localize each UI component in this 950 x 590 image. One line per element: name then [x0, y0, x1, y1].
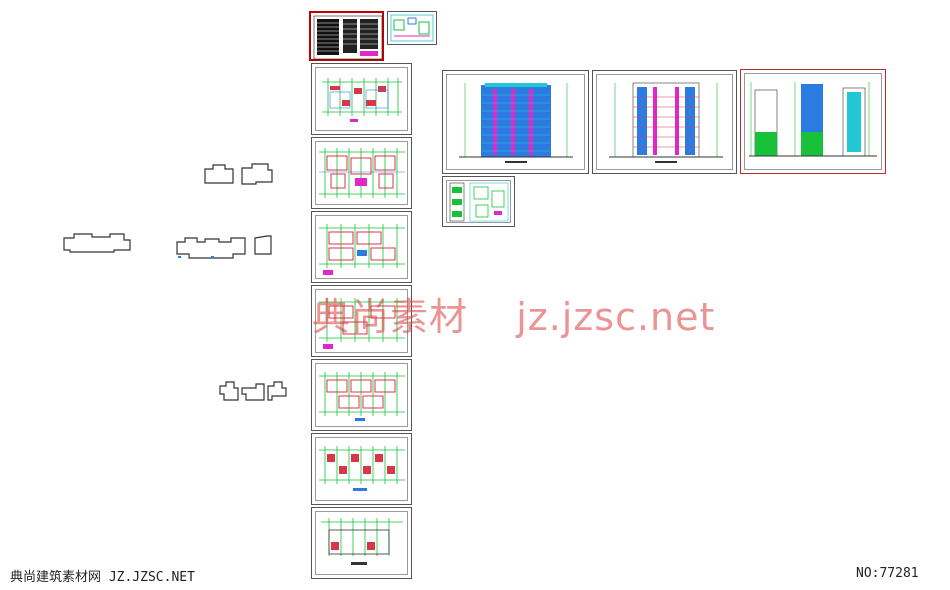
site-footer-label: 典尚建筑素材网 JZ.JZSC.NET: [10, 570, 195, 585]
building-outline-small-a[interactable]: [203, 163, 235, 185]
watermark-url: jz.jzsc.net: [516, 295, 716, 339]
rear-elevation-graphic: [609, 82, 723, 163]
sheet-section-detail[interactable]: [442, 176, 515, 227]
sheet-floor-plan-1[interactable]: [311, 63, 412, 135]
sheet-site-detail[interactable]: [387, 11, 437, 45]
side-elevations-graphic: [749, 82, 877, 157]
building-outline-long-a[interactable]: [62, 232, 132, 254]
sheet-floor-plan-7[interactable]: [311, 507, 412, 579]
floor-plan-graphic-4: [319, 298, 405, 349]
floor-plan-graphic-1: [322, 78, 402, 122]
building-outline-cluster[interactable]: [218, 380, 288, 402]
sheet-floor-plan-4[interactable]: [311, 285, 412, 357]
sheet-floor-plan-5[interactable]: [311, 359, 412, 431]
floor-plan-graphic-7: [321, 518, 403, 565]
drawing-number-label: NO:77281: [856, 566, 919, 581]
sheet-floor-plan-6[interactable]: [311, 433, 412, 505]
site-detail-graphic: [390, 14, 434, 42]
sheet-rear-elevation[interactable]: [592, 70, 737, 174]
building-outline-small-c[interactable]: [253, 234, 273, 256]
front-elevation-graphic: [459, 83, 573, 163]
floor-plan-graphic-6: [319, 446, 405, 491]
floor-plan-graphic-3: [319, 224, 405, 275]
section-detail-graphic: [449, 182, 509, 222]
sheet-side-elevations[interactable]: [740, 69, 886, 174]
index-table-graphic: [313, 15, 383, 60]
floor-plan-graphic-5: [319, 372, 405, 421]
watermark-cn: 典尚素材: [312, 295, 469, 339]
building-outline-long-b[interactable]: [175, 236, 247, 260]
sheet-floor-plan-3[interactable]: [311, 211, 412, 283]
watermark-text: 典尚素材 jz.jzsc.net: [312, 286, 715, 341]
sheet-drawing-index[interactable]: [309, 11, 384, 61]
sheet-front-elevation[interactable]: [442, 70, 589, 174]
building-outline-small-b[interactable]: [240, 162, 274, 186]
sheet-floor-plan-2[interactable]: [311, 137, 412, 209]
floor-plan-graphic-2: [319, 148, 405, 198]
